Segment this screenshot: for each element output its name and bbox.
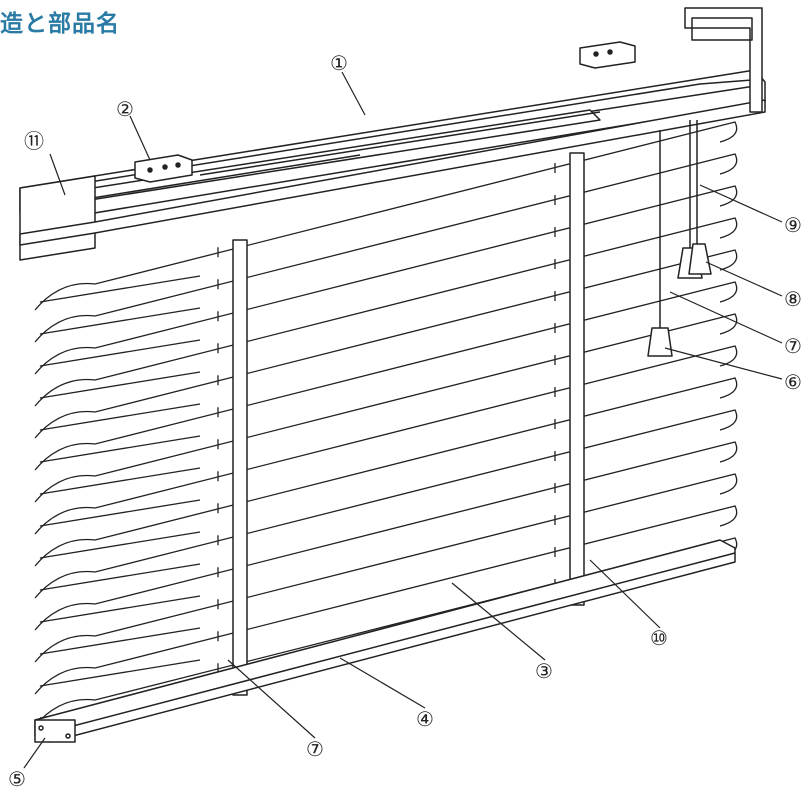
slat-edge xyxy=(39,371,201,399)
callout-8: ⑧ xyxy=(784,287,802,311)
lift-tassel-b xyxy=(688,243,712,275)
slat-edge xyxy=(39,627,201,655)
callout-7a: ⑦ xyxy=(784,334,802,358)
callout-9: ⑨ xyxy=(784,213,802,237)
slat-edge xyxy=(39,307,201,335)
slat xyxy=(34,409,738,599)
bottom-rail xyxy=(34,539,736,743)
slat xyxy=(34,473,738,663)
frame xyxy=(19,7,766,743)
callout-1: ① xyxy=(330,51,348,75)
slat xyxy=(34,345,738,535)
slat-edge xyxy=(39,403,201,431)
callout-10: ⑩ xyxy=(650,626,668,650)
slat xyxy=(34,377,738,567)
slat xyxy=(34,185,738,375)
slat-edge xyxy=(39,531,201,559)
callout-4: ④ xyxy=(416,707,434,731)
slat xyxy=(34,217,738,407)
slat-edge xyxy=(39,339,201,367)
slat-edge xyxy=(39,435,201,463)
bottom-rail-end-cap xyxy=(34,719,76,743)
slat xyxy=(34,249,738,439)
ladder-tape-left xyxy=(232,239,248,696)
tilt-tassel xyxy=(647,327,673,357)
callout-labels: ① ② ⑪ ⑨ ⑧ ⑦ ⑥ ⑩ ③ ④ ⑦ ⑤ xyxy=(8,51,802,789)
callout-3: ③ xyxy=(535,659,553,683)
slats xyxy=(34,121,738,727)
page-title: 造と部品名 xyxy=(0,11,120,37)
slat xyxy=(34,281,738,471)
slat-edge xyxy=(39,467,201,495)
slat xyxy=(34,441,738,631)
callout-2: ② xyxy=(116,97,134,121)
slat-edge xyxy=(39,275,201,303)
bracket-right xyxy=(579,41,636,69)
valance-front xyxy=(19,175,96,261)
slat-edge xyxy=(39,659,201,687)
callout-6: ⑥ xyxy=(784,370,802,394)
head-rail-top xyxy=(39,79,753,191)
ladder-tape-right xyxy=(569,152,585,606)
slat xyxy=(34,505,738,695)
slat-edge xyxy=(39,563,201,591)
valance-bottom xyxy=(19,99,766,246)
slat-edge xyxy=(39,595,201,623)
slat-edge xyxy=(39,499,201,527)
callout-5: ⑤ xyxy=(8,767,26,789)
callout-7b: ⑦ xyxy=(306,737,324,761)
slat xyxy=(34,153,738,343)
slat xyxy=(34,313,738,503)
callout-11: ⑪ xyxy=(24,129,44,153)
slat xyxy=(34,121,738,311)
leader-lines xyxy=(23,71,783,769)
